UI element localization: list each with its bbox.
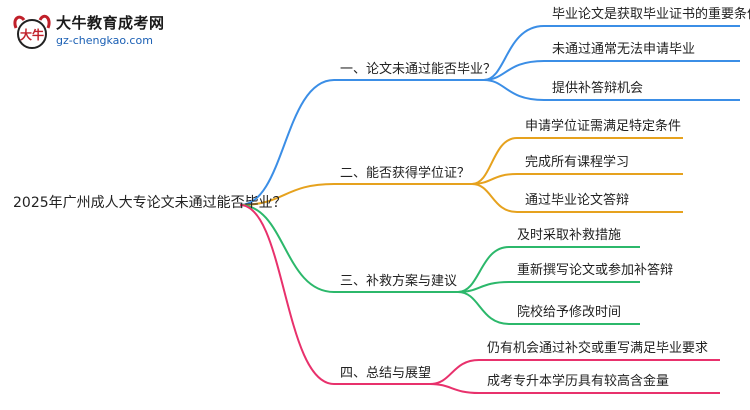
logo-site-url: gz-chengkao.com [56, 34, 153, 47]
leaf-topic[interactable]: 通过毕业论文答辩 [525, 193, 630, 208]
logo-site-name: 大牛教育成考网 [56, 14, 165, 32]
leaf-connector-4-2 [429, 383, 720, 394]
leaf-connector-3-1 [457, 246, 640, 293]
leaf-topic[interactable]: 申请学位证需满足特定条件 [525, 119, 682, 134]
leaf-topic[interactable]: 重新撰写论文或参加补答辩 [517, 263, 674, 278]
branch-label-3[interactable]: 三、补救方案与建议 [340, 274, 458, 289]
leaf-topic[interactable]: 及时采取补救措施 [517, 228, 622, 243]
leaf-topic[interactable]: 提供补答辩机会 [552, 81, 644, 96]
leaf-connector-3-2 [457, 281, 640, 293]
leaf-connector-3-3 [457, 291, 640, 325]
leaf-connector-1-3 [483, 79, 740, 101]
logo-mark-text: 大牛 [20, 27, 44, 42]
leaf-connector-2-1 [471, 137, 683, 185]
branch-label-4[interactable]: 四、总结与展望 [340, 366, 432, 381]
leaf-topic[interactable]: 毕业论文是获取毕业证书的重要条件 [552, 7, 750, 22]
branch-label-2[interactable]: 二、能否获得学位证？ [340, 166, 471, 181]
leaf-topic[interactable]: 完成所有课程学习 [525, 155, 630, 170]
branch-connector-1 [239, 79, 335, 206]
leaf-connector-1-2 [483, 60, 740, 81]
leaf-topic[interactable]: 未通过通常无法申请毕业 [552, 42, 696, 57]
leaf-connector-1-1 [483, 25, 740, 81]
leaf-connector-2-2 [471, 173, 683, 185]
leaf-topic[interactable]: 成考专升本学历具有较高含金量 [487, 374, 670, 389]
leaf-connector-2-3 [471, 183, 683, 213]
branch-connector-4 [239, 204, 335, 385]
site-logo[interactable]: 大牛 大牛教育成考网 gz-chengkao.com [10, 10, 164, 52]
leaf-connector-4-1 [429, 359, 720, 385]
branch-label-1[interactable]: 一、论文未通过能否毕业？ [340, 62, 497, 77]
leaf-topic[interactable]: 院校给予修改时间 [517, 305, 622, 320]
root-topic[interactable]: 2025年广州成人大专论文未通过能否毕业？ [13, 195, 287, 211]
leaf-topic[interactable]: 仍有机会通过补交或重写满足毕业要求 [487, 341, 709, 356]
branch-connector-2 [239, 183, 335, 206]
branch-connector-3 [239, 204, 335, 293]
bull-logo-icon: 大牛 [13, 14, 51, 49]
